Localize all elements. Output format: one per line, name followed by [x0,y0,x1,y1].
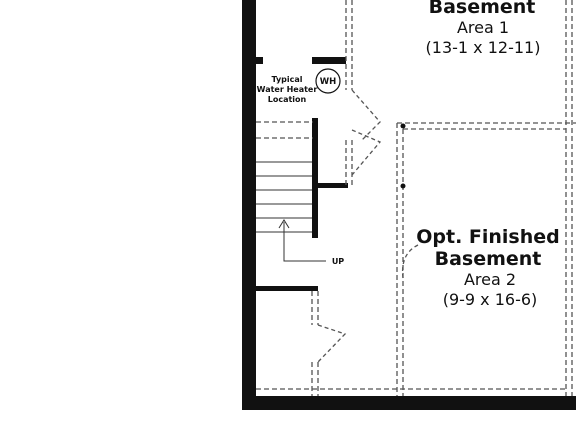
door-swing-lower-closet[interactable] [317,324,347,363]
door-swing-area2[interactable] [401,244,419,279]
stair-up-label: UP [332,257,344,266]
door-swings [317,89,419,363]
area2-sub: Area 2 [464,270,516,289]
stair-landing-wall [312,183,348,188]
door-swing-upper[interactable] [351,89,381,141]
stair-arrow-icon [278,219,326,262]
wall-stub-left [256,57,263,64]
stair-bottom-wall [256,286,318,291]
wall-stub-upper [312,57,346,64]
exterior-walls [242,0,576,410]
area1-dimensions: (13-1 x 12-11) [426,38,541,57]
area1-sub: Area 1 [457,18,509,37]
stair-wall [312,118,318,238]
area1-name: Basement [429,0,536,18]
water-heater-icon [315,68,341,94]
post-markers [400,123,406,189]
left-exterior-wall [242,0,256,410]
stair-arrow-head [278,219,290,229]
water-heater-label-line2: Water Heater [257,85,318,94]
dashed-partitions [256,0,576,396]
door-swing-middle[interactable] [351,129,382,176]
water-heater-badge: WH [320,77,337,87]
stair-arrow-line [283,222,326,262]
water-heater-label-line3: Location [268,95,307,104]
area2-name-line2: Basement [435,248,542,270]
post-marker-top [400,123,406,129]
post-marker-mid [400,183,406,189]
area2-name-line1: Opt. Finished [416,226,560,248]
area2-dimensions: (9-9 x 16-6) [443,290,538,309]
water-heater-label-line1: Typical [271,75,302,84]
bottom-exterior-wall [242,396,576,410]
